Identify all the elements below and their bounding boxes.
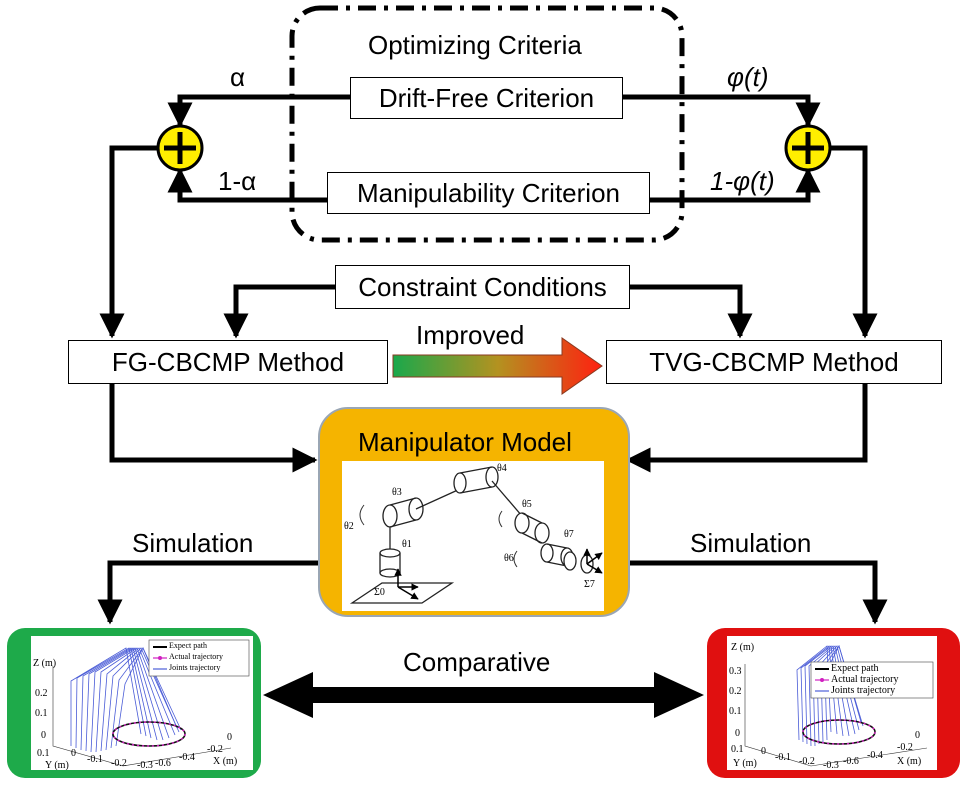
fg-ztick-1: 0.1 [35,708,48,719]
one-minus-alpha-line [167,167,327,203]
tvg-ztick-1: 0.2 [729,686,742,697]
fg-xtick-3: -0.6 [155,758,171,769]
theta5-label: θ5 [522,499,532,510]
fg-ytick-1: 0 [71,748,76,759]
tvg-ztick-0: 0.3 [729,666,742,677]
simulation-right-label: Simulation [690,528,812,558]
fg-simulation-plot: Expect path Actual trajectory Joints tra… [31,636,253,770]
right-junction-output [831,145,878,339]
fg-to-model [109,380,318,473]
improved-arrow [392,337,603,395]
sigma0-label: Σ0 [374,587,385,598]
theta6-label: θ6 [504,553,514,564]
manipulator-model-panel: Manipulator Model [318,407,630,617]
tvg-ytick-0: 0.1 [731,744,744,755]
phi-line [623,94,821,128]
robot-arm-sketch [349,466,603,604]
fg-simulation-plot-panel: Expect path Actual trajectory Joints tra… [7,628,261,778]
simulation-right-line [628,560,888,625]
fg-ylabel: Y (m) [45,760,69,770]
comparative-label: Comparative [403,647,551,677]
fg-ytick-3: -0.2 [111,758,127,769]
tvg-ytick-4: -0.3 [823,760,839,770]
tvg-ztick-2: 0.1 [729,706,742,717]
fg-plot-graphic [52,639,250,767]
fg-ytick-0: 0.1 [37,748,50,759]
phi-label: φ(t) [727,62,769,92]
tvg-zlabel: Z (m) [731,642,755,653]
tvg-to-model [625,380,868,473]
tvg-ytick-2: -0.1 [775,752,791,763]
theta7-label: θ7 [564,529,574,540]
improved-label: Improved [416,320,525,350]
tvg-xtick-2: -0.4 [867,750,883,761]
drift-free-criterion-box: Drift-Free Criterion [350,77,623,119]
alpha-line [167,94,350,128]
tvg-ytick-1: 0 [761,746,766,757]
tvg-ylabel: Y (m) [733,758,757,769]
tvg-xlabel: X (m) [897,756,922,767]
fg-ztick-2: 0 [41,730,46,741]
tvg-legend-expect: Expect path [831,663,879,674]
alpha-label: α [230,62,246,92]
simulation-left-line [97,560,318,625]
fg-xlabel: X (m) [213,756,238,767]
tvg-legend-joints: Joints trajectory [831,685,896,696]
theta3-label: θ3 [392,487,402,498]
fg-legend-joints: Joints trajectory [169,663,221,672]
one-minus-phi-label: 1-φ(t) [710,166,775,196]
manipulability-criterion-box: Manipulability Criterion [327,172,650,214]
sigma7-label: Σ7 [584,579,595,590]
manipulator-diagram: θ1 θ2 θ3 θ4 θ5 θ6 θ7 Σ0 Σ7 [342,461,604,611]
constraint-right [630,284,753,339]
fg-xtick-1: -0.2 [207,744,223,755]
fg-cbcmp-method-box: FG-CBCMP Method [68,340,388,384]
simulation-left-label: Simulation [132,528,254,558]
manipulator-model-title: Manipulator Model [358,427,572,457]
comparative-arrow [263,672,704,718]
fg-ytick-2: -0.1 [87,754,103,765]
optimizing-criteria-title: Optimizing Criteria [368,30,582,60]
tvg-ytick-3: -0.2 [799,756,815,767]
one-minus-phi-line [650,167,821,203]
fg-legend-actual: Actual trajectory [169,652,223,661]
theta2-label: θ2 [344,521,354,532]
fg-xtick-0: 0 [227,732,232,743]
fg-ztick-0: 0.2 [35,688,48,699]
tvg-xtick-1: -0.2 [897,742,913,753]
right-summing-junction [784,124,832,172]
tvg-xtick-0: 0 [915,730,920,741]
tvg-xtick-3: -0.6 [843,756,859,767]
constraint-left [223,284,335,339]
tvg-simulation-plot-panel: Expect path Actual trajectory Joints tra… [707,628,960,778]
theta4-label: θ4 [497,463,507,474]
tvg-cbcmp-method-box: TVG-CBCMP Method [606,340,942,384]
optimizing-criteria-box [289,5,685,243]
theta1-label: θ1 [402,539,412,550]
tvg-legend-actual: Actual trajectory [831,674,899,685]
tvg-simulation-plot: Expect path Actual trajectory Joints tra… [727,636,937,770]
fg-xtick-2: -0.4 [179,752,195,763]
fg-zlabel: Z (m) [33,658,57,669]
left-junction-output [99,145,157,339]
one-minus-alpha-label: 1-α [218,166,257,196]
fg-ytick-4: -0.3 [137,760,153,770]
tvg-plot-graphic [744,644,934,767]
left-summing-junction [156,124,204,172]
constraint-conditions-box: Constraint Conditions [335,265,630,309]
fg-legend-expect: Expect path [169,641,207,650]
tvg-ztick-3: 0 [735,728,740,739]
